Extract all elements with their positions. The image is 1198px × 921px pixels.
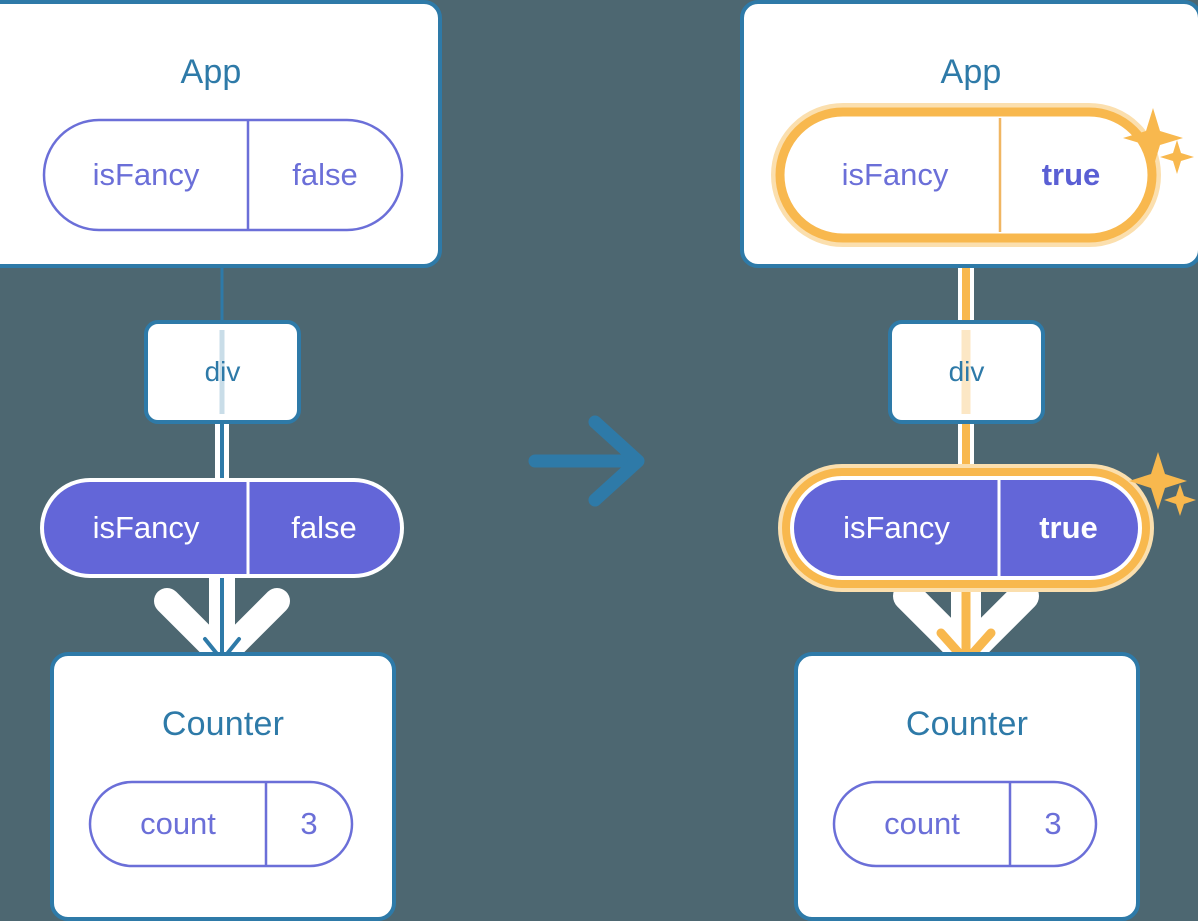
right-prop-sparkles-icon [1129,452,1196,516]
right-counter-pill [832,780,1098,868]
left-div-box [144,320,301,424]
transition-arrow-icon [528,415,645,507]
right-app-sparkles-icon [1123,108,1194,174]
right-prop-pill [794,480,1138,576]
right-app-pill-ring [775,107,1157,243]
left-counter-pill [88,780,354,868]
left-prop-pill [44,482,400,574]
left-app-pill [42,118,404,232]
right-div-box [888,320,1045,424]
